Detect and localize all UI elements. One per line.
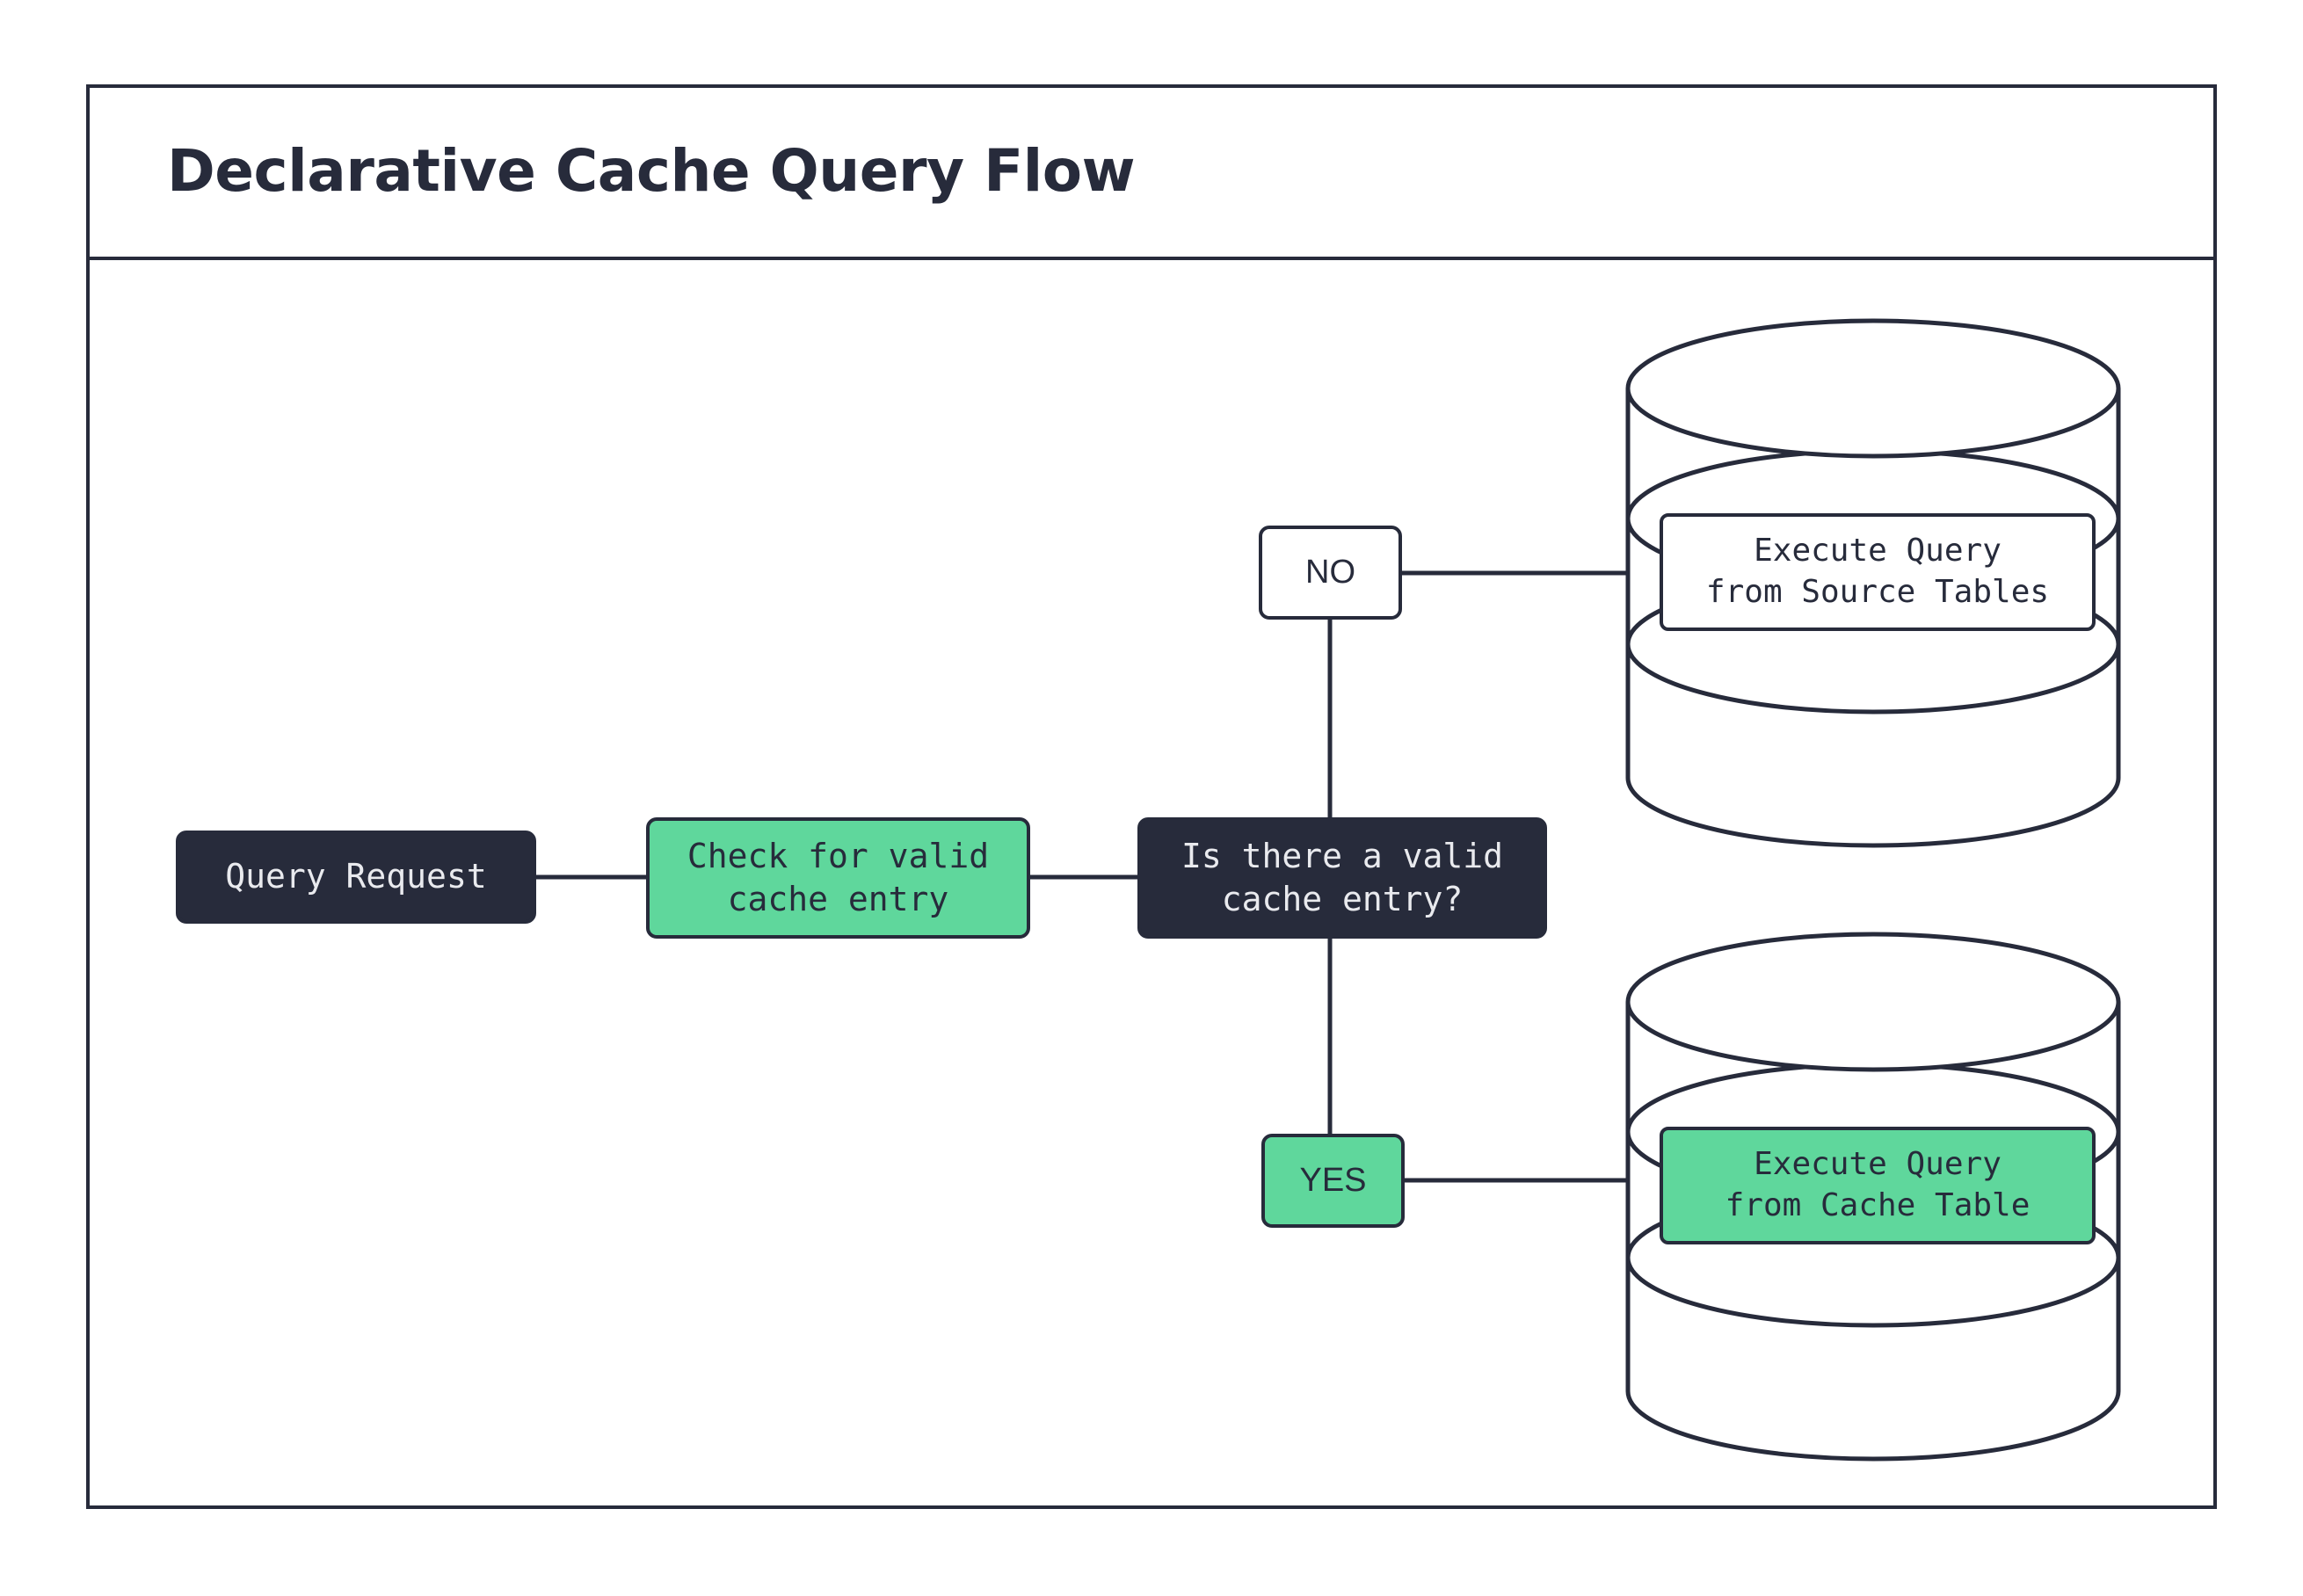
title-bar: Declarative Cache Query Flow	[86, 84, 2217, 260]
diagram-frame	[86, 84, 2217, 1509]
branch-label-yes[interactable]: YES	[1261, 1134, 1405, 1228]
node-query-request[interactable]: Query Request	[176, 831, 536, 924]
page-title: Declarative Cache Query Flow	[167, 136, 1136, 205]
node-execute-query-from-cache-table[interactable]: Execute Query from Cache Table	[1660, 1127, 2096, 1244]
branch-label-no[interactable]: NO	[1259, 526, 1402, 620]
node-check-for-valid-cache-entry[interactable]: Check for valid cache entry	[646, 817, 1030, 939]
node-execute-query-from-source-tables[interactable]: Execute Query from Source Tables	[1660, 513, 2096, 631]
node-decision-valid-cache-entry[interactable]: Is there a valid cache entry?	[1137, 817, 1547, 939]
